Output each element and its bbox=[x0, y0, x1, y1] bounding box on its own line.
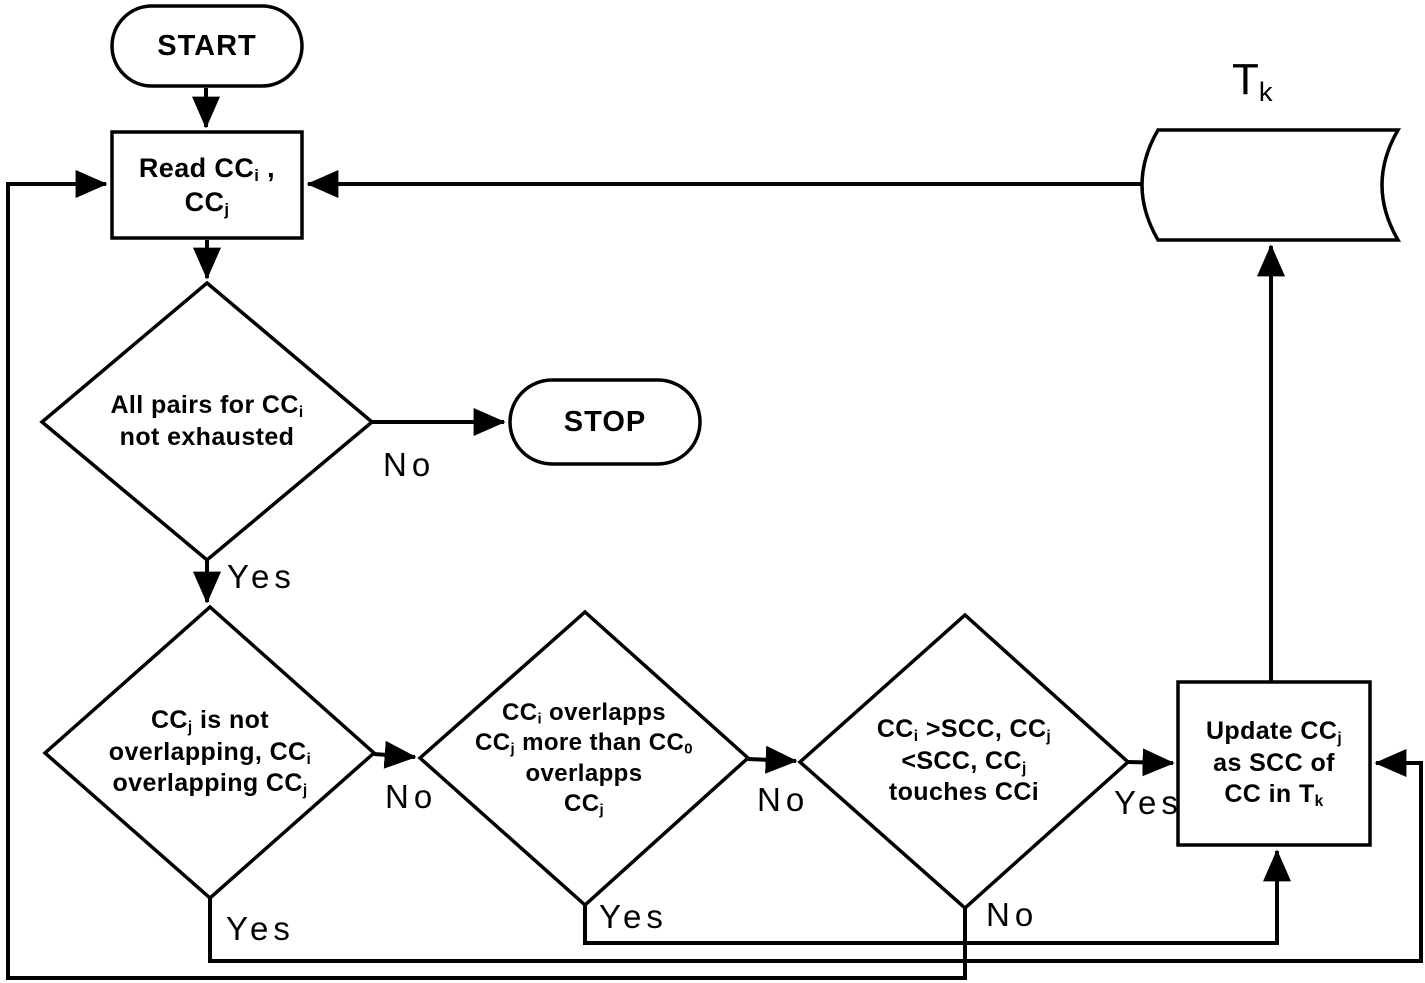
edge-scc-no-loop-to-read bbox=[6, 170, 967, 980]
edge-overlap-no-to-more-decision bbox=[373, 740, 417, 769]
edge-scc-yes-to-update bbox=[1127, 748, 1175, 777]
more-decision-shape bbox=[417, 609, 751, 908]
pairs-decision-shape bbox=[39, 280, 375, 563]
edge-more-no-to-scc-decision bbox=[747, 745, 798, 774]
scc-decision-shape bbox=[797, 612, 1131, 911]
overlap-decision-shape bbox=[42, 604, 377, 901]
update-process-shape bbox=[1176, 680, 1372, 847]
start-terminator-shape bbox=[110, 4, 304, 88]
stop-terminator-shape bbox=[508, 378, 702, 466]
storage-stored-data-shape bbox=[1140, 128, 1402, 242]
edge-more-yes-loop-to-update bbox=[583, 849, 1291, 945]
read-process-shape bbox=[110, 130, 304, 240]
edge-overlap-yes-loop-to-update bbox=[208, 749, 1423, 963]
